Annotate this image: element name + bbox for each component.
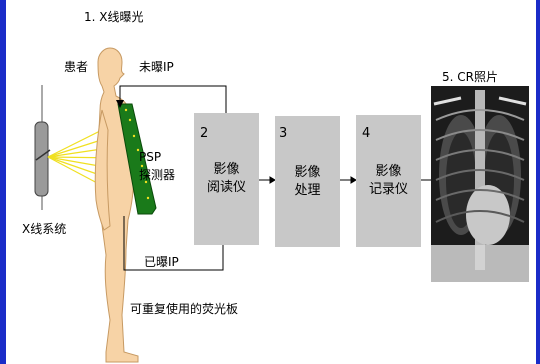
step-label-image-processing: 影像 处理 [294,164,320,200]
detector-label: 探测器 [139,166,175,183]
exposed-ip-label: 已曝IP [144,253,179,270]
reusable-plate-label: 可重复使用的荧光板 [130,300,238,317]
chest-xray-image [431,86,529,282]
xray-system-label: X线系统 [22,220,66,237]
step-number-4: 4 [362,126,370,141]
unexposed-ip-label: 未曝IP [139,58,174,75]
diagram-graphics [6,0,536,364]
step-label-image-reader: 影像 阅读仪 [207,161,246,197]
slide-canvas: 1. X线曝光 患者 未曝IP 已曝IP X线系统 PSP 探测器 可重复使用的… [6,0,536,364]
patient-label: 患者 [64,58,88,75]
step-number-3: 3 [279,126,287,141]
step-label-image-recorder: 影像 记录仪 [369,163,408,199]
arrow-unexposed-ip [120,86,226,113]
diagram-title: 1. X线曝光 [84,8,144,25]
psp-label: PSP [139,150,161,164]
step-number-2: 2 [200,126,208,141]
cr-photo-label: 5. CR照片 [442,68,498,85]
